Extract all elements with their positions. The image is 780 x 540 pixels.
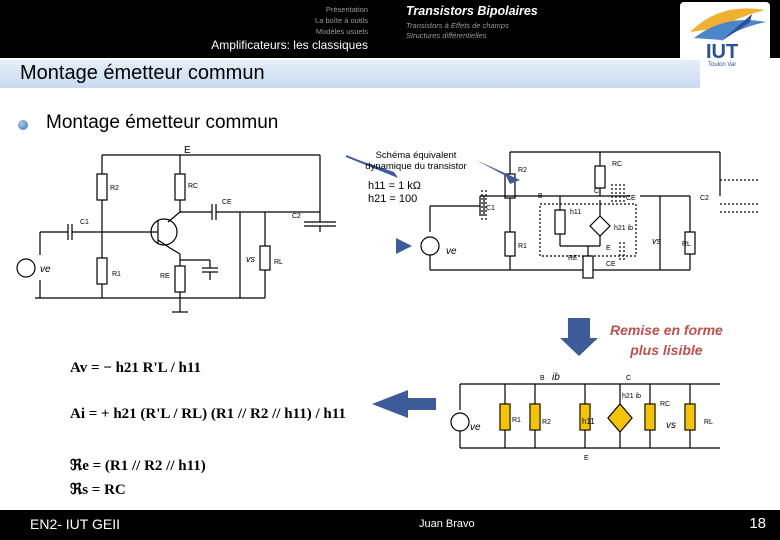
c3-label-h11: h11 xyxy=(582,417,595,426)
eq-label-re: RE xyxy=(568,255,578,262)
nav-item-presentation[interactable]: Présentation xyxy=(325,5,368,14)
circuit-1 xyxy=(16,154,336,313)
eq-label-h11: h11 xyxy=(570,209,581,216)
label-ve: ve xyxy=(40,264,51,275)
formula-rs: ℜs = RC xyxy=(70,482,126,498)
nav-section-amplifiers[interactable]: Amplificateurs: les classiques xyxy=(211,38,368,52)
c3-label-ib: ib xyxy=(552,372,560,383)
c3-label-r2: R2 xyxy=(542,419,551,426)
c3-label-ve: ve xyxy=(470,422,481,433)
logo-text: IUT xyxy=(706,41,738,63)
arrows xyxy=(345,155,598,418)
c3-label-c: C xyxy=(626,375,631,382)
eq-label-rl: RL xyxy=(682,241,691,248)
nav-item-toolbox[interactable]: La boîte à outils xyxy=(315,16,368,25)
label-ce: CE xyxy=(222,199,232,206)
eq-label-ce2: CE xyxy=(606,261,616,268)
label-r1: R1 xyxy=(112,271,121,278)
footer-bar: EN2- IUT GEII Juan Bravo 18 xyxy=(0,510,780,540)
label-rc: RC xyxy=(188,183,198,190)
label-re: RE xyxy=(160,273,170,280)
label-e: E xyxy=(184,145,191,156)
footer-course: EN2- IUT GEII xyxy=(30,516,120,532)
c3-label-h21ib: h21 ib xyxy=(622,393,641,400)
top-navigation-bar: Présentation La boîte à outils Modèles u… xyxy=(0,0,780,58)
eq-label-rc: RC xyxy=(612,161,622,168)
down-arrow-icon xyxy=(560,318,598,356)
eq-label-c: C xyxy=(594,188,599,195)
eq-label-r2: R2 xyxy=(518,167,527,174)
label-vs: vs xyxy=(246,254,256,264)
nav-right: Transistors Bipolaires Transistors à Eff… xyxy=(406,4,538,41)
page-number: 18 xyxy=(749,515,766,532)
c3-label-vs: vs xyxy=(666,420,676,431)
left-arrow-icon xyxy=(372,390,436,418)
slide-subtitle: Montage émetteur commun xyxy=(46,112,279,133)
nav-left: Présentation La boîte à outils Modèles u… xyxy=(315,4,368,37)
c3-label-rc: RC xyxy=(660,401,670,408)
c3-label-r1: R1 xyxy=(512,417,521,424)
label-rl: RL xyxy=(274,259,283,266)
reformat-line-1: Remise en forme xyxy=(610,322,723,338)
label-c2: C2 xyxy=(292,213,301,220)
eq-label-ve: ve xyxy=(446,246,457,257)
formula-ai: Ai = + h21 (R'L / RL) (R1 // R2 // h11) … xyxy=(70,406,346,422)
reformat-note: Remise en forme plus lisible xyxy=(610,320,723,360)
eq-label-r1: R1 xyxy=(518,243,527,250)
nav-item-bipolar[interactable]: Transistors Bipolaires xyxy=(406,4,538,18)
slide-title: Montage émetteur commun xyxy=(20,62,265,84)
iut-logo: IUT Toulon Var xyxy=(680,2,770,68)
formula-re: ℜe = (R1 // R2 // h11) xyxy=(70,458,206,474)
eq-label-b: B xyxy=(538,193,543,200)
eq-label-h21ib: h21 ib xyxy=(614,225,633,232)
nav-item-diff[interactable]: Structures différentielles xyxy=(406,31,487,40)
nav-item-fet[interactable]: Transistors à Effets de champs xyxy=(406,21,509,30)
eq-label-c1: C1 xyxy=(486,205,495,212)
eq-label-vs: vs xyxy=(652,236,662,246)
eq-label-e: E xyxy=(606,245,611,252)
c3-label-b: B xyxy=(540,375,545,382)
formulas: Av = − h21 R'L / h11 Ai = + h21 (R'L / R… xyxy=(70,360,346,498)
c3-label-rl: RL xyxy=(704,419,713,426)
reformat-line-2: plus lisible xyxy=(630,342,703,358)
label-c1: C1 xyxy=(80,219,89,226)
label-r2: R2 xyxy=(110,185,119,192)
equivalent-schematic-title: Schéma équivalent dynamique du transisto… xyxy=(365,150,467,172)
c3-label-e: E xyxy=(584,455,589,462)
slide-title-bar: Montage émetteur commun xyxy=(0,60,700,88)
transistor-params: h11 = 1 kΩ h21 = 100 xyxy=(368,180,421,206)
footer-author: Juan Bravo xyxy=(419,518,475,530)
bullet-icon xyxy=(18,120,28,130)
h21-value: h21 = 100 xyxy=(368,193,418,205)
logo-subtext: Toulon Var xyxy=(708,62,736,68)
circuit-3-fills xyxy=(499,403,696,433)
nav-item-models[interactable]: Modèles usuels xyxy=(315,27,368,36)
h11-value: h11 = 1 kΩ xyxy=(368,180,421,192)
eq-label-ce: CE xyxy=(626,195,636,202)
circuit-2 xyxy=(420,151,721,279)
formula-av: Av = − h21 R'L / h11 xyxy=(70,360,201,376)
eq-label-c2: C2 xyxy=(700,195,709,202)
